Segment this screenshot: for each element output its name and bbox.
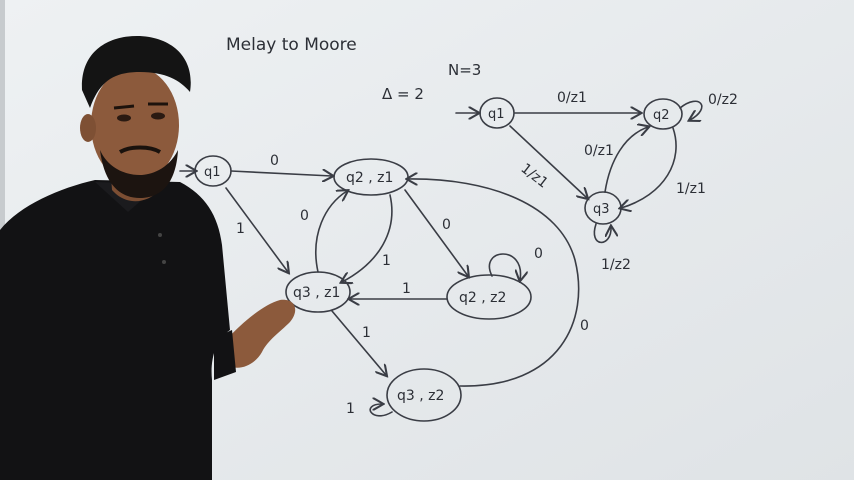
- moore-edge-label: 1: [236, 221, 245, 237]
- moore-edge-label: 0: [580, 318, 589, 334]
- moore-edge-label: 1: [382, 253, 391, 269]
- mealy-state-q2-label: q2: [653, 108, 670, 123]
- moore-state-q3-z2: [386, 368, 462, 422]
- mealy-state-q1-label: q1: [488, 107, 505, 122]
- black-shirt: [0, 180, 230, 480]
- mealy-edge-label: 1/z2: [601, 257, 631, 273]
- presenter: [0, 35, 296, 480]
- moore-state-label: q3 , z2: [397, 388, 444, 404]
- mealy-state-q1: [479, 97, 515, 129]
- moore-state-label: q3 , z1: [293, 285, 340, 301]
- moore-edge-label: 0: [300, 208, 309, 224]
- presenter-face: [91, 67, 179, 183]
- moore-state-q2-z2: [446, 274, 532, 320]
- mealy-edge-label: 0/z1: [557, 90, 587, 106]
- board-title: Melay to Moore: [226, 35, 357, 55]
- n-label: N=3: [448, 61, 481, 79]
- moore-edge-label: 0: [534, 246, 543, 262]
- mealy-edge-label: 0/z2: [708, 92, 738, 108]
- mealy-edge-label: 1/z1: [676, 181, 706, 197]
- moore-edge-label: 0: [270, 153, 279, 169]
- moore-machine-diagram: q1 q2 , z1 q3 , z1 q2 , z2 q3 , z2 0 1 0…: [179, 153, 589, 422]
- moore-state-label: q1: [204, 165, 221, 180]
- moore-edge-label: 0: [442, 217, 451, 233]
- moore-edge-label: 1: [402, 281, 411, 297]
- moore-state-label: q2 , z1: [346, 170, 393, 186]
- mealy-edge-label: 0/z1: [584, 143, 614, 159]
- moore-edge-label: 1: [362, 325, 371, 341]
- delta-label: Δ = 2: [382, 85, 424, 103]
- moore-edge-label: 1: [346, 401, 355, 417]
- mealy-state-q2: [643, 98, 683, 130]
- presenter-hand: [228, 299, 296, 368]
- mealy-state-q3-label: q3: [593, 202, 610, 217]
- presenter-hair: [81, 35, 191, 108]
- moore-state-label: q2 , z2: [459, 290, 506, 306]
